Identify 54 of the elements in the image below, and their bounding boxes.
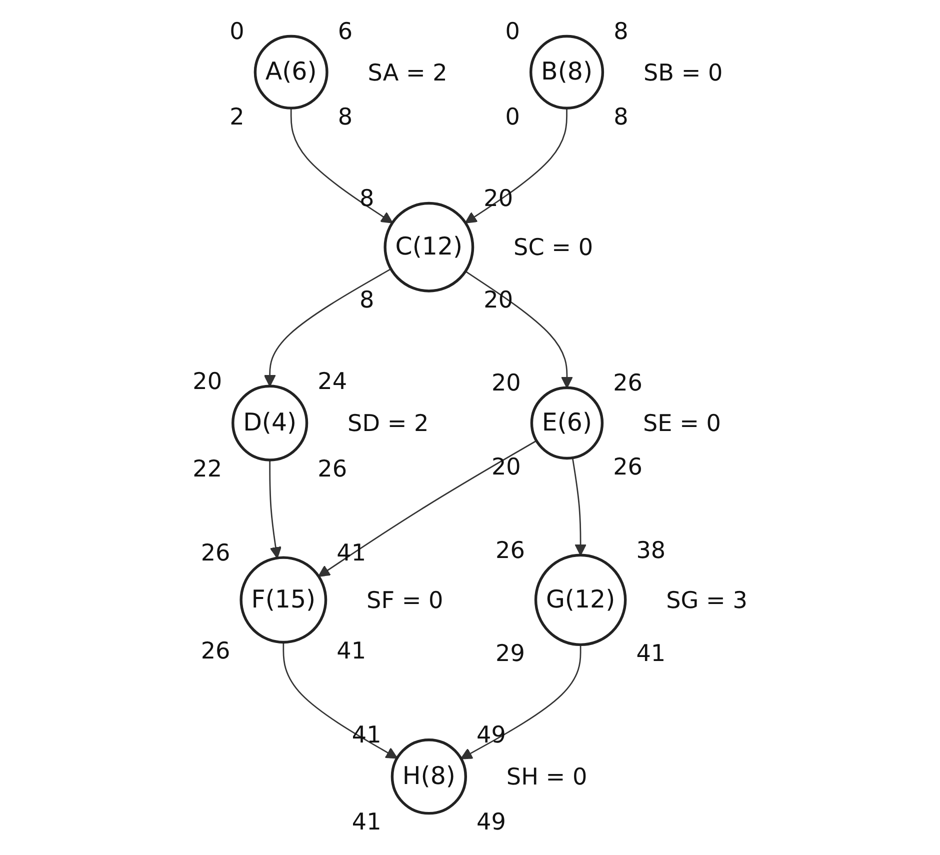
time-value: 20 xyxy=(192,368,222,395)
time-value: 49 xyxy=(476,722,506,749)
time-value: 26 xyxy=(613,370,642,396)
arrow xyxy=(269,460,282,559)
slack-label: SB = 0 xyxy=(643,60,723,86)
slack-label: SH = 0 xyxy=(506,764,588,791)
time-value: 41 xyxy=(636,641,666,667)
slack-label: SG = 3 xyxy=(666,588,748,614)
time-value: 49 xyxy=(476,810,506,836)
node-circle: H(8) xyxy=(390,738,468,815)
arrow xyxy=(572,458,587,556)
time-value: 24 xyxy=(318,368,348,395)
arrow xyxy=(460,644,582,760)
time-value: 8 xyxy=(614,104,628,130)
time-value: 26 xyxy=(496,538,525,564)
node-circle: E(6) xyxy=(530,386,604,460)
time-value: 41 xyxy=(352,810,382,836)
slack-label: SE = 0 xyxy=(643,411,721,438)
time-value: 8 xyxy=(614,18,628,45)
time-value: 8 xyxy=(338,104,353,130)
node-circle: C(12) xyxy=(384,202,474,292)
slack-label: SF = 0 xyxy=(366,588,444,614)
arrow xyxy=(318,440,537,577)
time-value: 26 xyxy=(613,454,642,481)
time-value: 8 xyxy=(360,287,374,314)
time-value: 26 xyxy=(318,456,348,482)
slack-label: SD = 2 xyxy=(348,411,429,438)
arrow xyxy=(465,270,573,388)
time-value: 0 xyxy=(505,18,520,45)
time-value: 26 xyxy=(200,638,230,665)
time-value: 8 xyxy=(360,186,374,212)
time-value: 26 xyxy=(200,540,230,566)
arrow xyxy=(290,108,393,224)
time-value: 20 xyxy=(491,454,521,481)
time-value: 29 xyxy=(496,641,525,667)
arrow xyxy=(464,108,568,224)
arrow xyxy=(264,268,392,387)
node-circle: F(15) xyxy=(240,556,328,644)
time-value: 6 xyxy=(338,19,353,45)
node-circle: G(12) xyxy=(534,554,627,646)
time-value: 0 xyxy=(505,104,520,130)
node-circle: D(4) xyxy=(232,384,308,462)
arrow xyxy=(282,642,398,759)
time-value: 20 xyxy=(484,287,514,314)
node-circle: A(6) xyxy=(254,34,328,110)
time-value: 20 xyxy=(491,370,521,396)
time-value: 0 xyxy=(230,19,244,45)
node-circle: B(8) xyxy=(530,34,604,110)
slack-label: SA = 2 xyxy=(368,60,448,86)
time-value: 2 xyxy=(230,104,244,130)
time-value: 38 xyxy=(636,538,666,564)
slack-label: SC = 0 xyxy=(514,235,594,262)
time-value: 41 xyxy=(336,638,366,665)
time-value: 22 xyxy=(192,456,222,482)
